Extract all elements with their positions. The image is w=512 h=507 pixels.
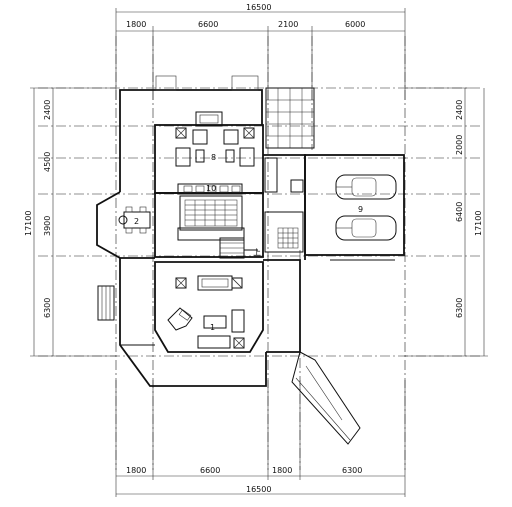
right-dimension-total: 17100	[474, 88, 485, 356]
room-2-label: 2	[134, 217, 139, 226]
bottom-total-label: 16500	[246, 485, 271, 494]
top-seg-4: 6000	[345, 20, 365, 29]
left-seg-4: 6300	[43, 298, 52, 318]
left-dimension-segments: 2400 4500 3900 6300	[30, 87, 116, 357]
left-seg-3: 3900	[43, 216, 52, 236]
exterior-walls	[96, 75, 405, 387]
top-seg-3: 2100	[278, 20, 298, 29]
bottom-dimension-segments: 1800 6600 1800 6300	[115, 380, 406, 497]
diagonal-ramp	[291, 351, 361, 445]
top-dimension-total: 16500	[115, 3, 406, 100]
room-10-label: 10	[206, 184, 216, 193]
piano	[167, 307, 193, 331]
room-9-label: 9	[358, 205, 363, 214]
left-seg-2: 4500	[43, 152, 52, 172]
room-8-label: 8	[211, 153, 216, 162]
stair-up-label: 上	[253, 248, 261, 257]
tiled-terrace	[265, 87, 315, 149]
right-seg-2: 2000	[455, 135, 464, 155]
top-seg-2: 6600	[198, 20, 218, 29]
bottom-dimension-total: 16500	[116, 485, 405, 495]
top-total-label: 16500	[246, 3, 271, 12]
car-bottom	[335, 215, 397, 241]
right-seg-3: 6400	[455, 202, 464, 222]
axis-grid	[38, 36, 480, 470]
left-seg-1: 2400	[43, 100, 52, 120]
right-total-label: 17100	[474, 211, 483, 236]
garage: 9	[335, 174, 397, 241]
entrance-steps	[97, 285, 115, 321]
car-top	[335, 174, 397, 200]
left-dimension-total: 17100	[24, 88, 35, 356]
room-1-label: 1	[210, 323, 215, 332]
top-seg-1: 1800	[126, 20, 146, 29]
service-block	[264, 157, 304, 253]
right-seg-1: 2400	[455, 100, 464, 120]
bottom-seg-1: 1800	[126, 466, 146, 475]
bottom-seg-2: 6600	[200, 466, 220, 475]
right-seg-4: 6300	[455, 298, 464, 318]
upper-living-furniture: 8 10	[175, 111, 255, 195]
bottom-seg-3: 1800	[272, 466, 292, 475]
stair-hall: 上	[177, 195, 261, 259]
bottom-seg-4: 6300	[342, 466, 362, 475]
left-total-label: 17100	[24, 211, 33, 236]
dining-area: 2	[118, 206, 151, 234]
lower-living-furniture: 1	[167, 275, 245, 349]
